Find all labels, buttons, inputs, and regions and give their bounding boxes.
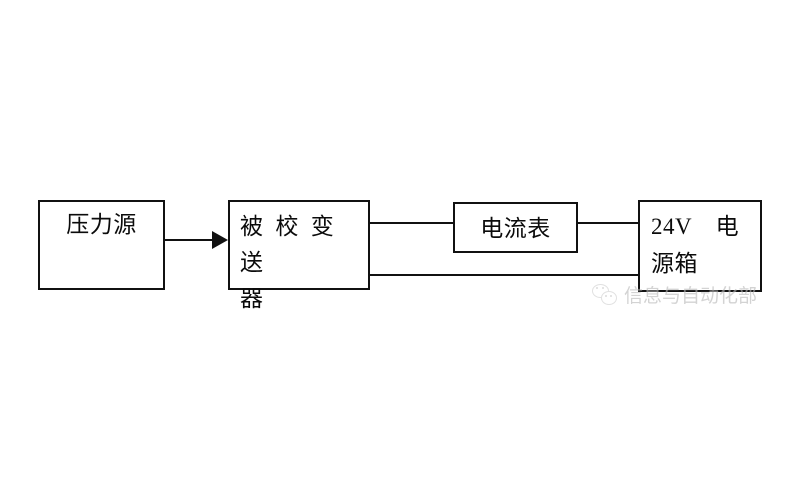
connector-source-to-transmitter: [165, 239, 217, 241]
connector-ammeter-to-power-supply: [578, 222, 638, 224]
node-ammeter-label: 电流表: [480, 215, 551, 241]
node-pressure-source: 压力源: [38, 200, 165, 290]
node-power-supply: 24V 电 源箱: [638, 200, 762, 292]
connector-transmitter-to-power-supply-return: [370, 274, 638, 276]
node-transmitter: 被 校 变 送 器: [228, 200, 370, 311]
node-pressure-source-label: 压力源: [66, 211, 137, 237]
node-ammeter: 电流表: [453, 202, 578, 253]
node-power-supply-label: 24V 电 源箱: [651, 214, 740, 276]
arrow-head-icon: [212, 231, 228, 249]
wechat-logo-icon: [592, 283, 618, 306]
connector-transmitter-to-ammeter: [370, 222, 453, 224]
node-transmitter-label: 被 校 变 送 器: [240, 213, 337, 311]
